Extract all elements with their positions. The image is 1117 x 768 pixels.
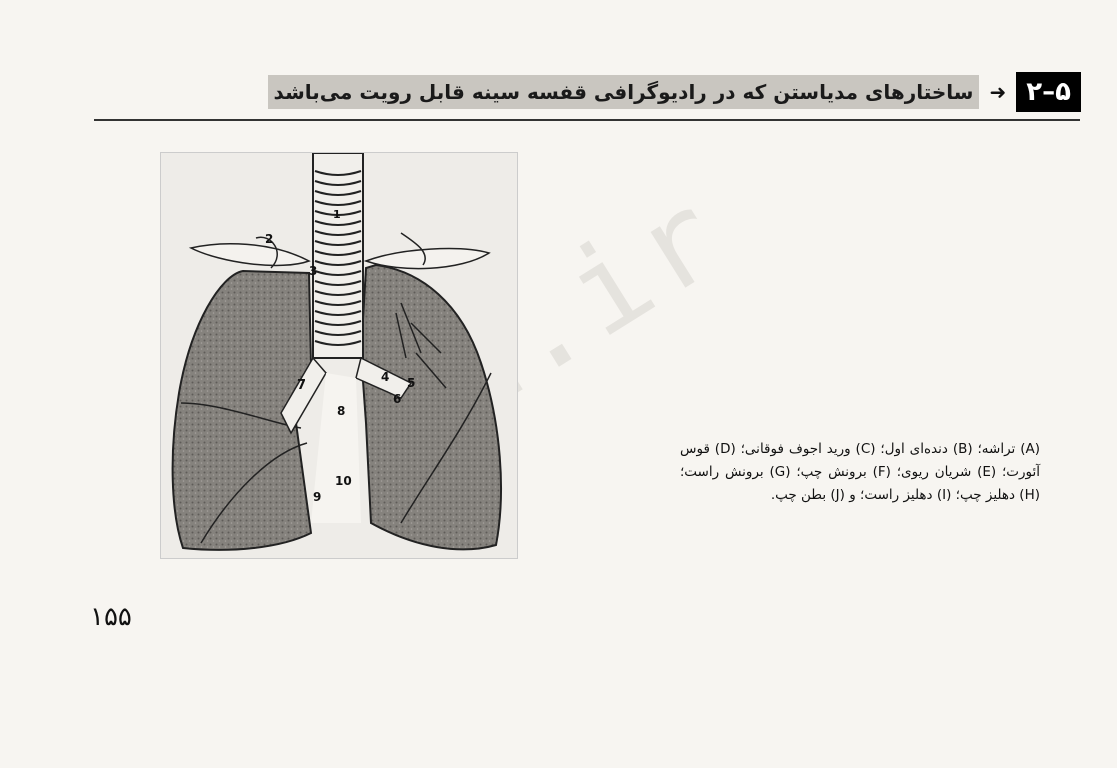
label-8: 8	[337, 404, 345, 418]
right-oblique-fissure	[200, 442, 308, 544]
trachea-rings	[314, 170, 362, 346]
section-number: ۲–۵	[1016, 72, 1081, 112]
mediastinum	[311, 373, 361, 523]
label-7: 7	[297, 378, 306, 393]
header-divider	[94, 119, 1080, 121]
left-lung	[359, 263, 502, 551]
first-rib-right	[255, 236, 278, 269]
mediastinum-illustration: 2 3 4 5 6 7 8 9 10 1	[171, 153, 502, 551]
label-5: 5	[407, 376, 415, 390]
label-1: 1	[333, 208, 341, 221]
right-clavicle	[188, 243, 311, 267]
label-9: 9	[313, 490, 321, 504]
first-rib-left	[400, 232, 426, 266]
label-10: 10	[335, 474, 352, 488]
left-fissure	[400, 372, 492, 524]
left-bronchus	[355, 356, 413, 399]
label-6: 6	[393, 392, 401, 406]
section-header: ۲–۵ ➜ ساختارهای مدیاستن که در رادیوگرافی…	[267, 72, 1081, 112]
page-number: ۱۵۵	[90, 602, 132, 632]
label-2: 2	[265, 232, 273, 246]
right-bronchus	[280, 356, 327, 435]
chest-xray-diagram: 2 3 4 5 6 7 8 9 10 1	[160, 152, 518, 559]
arrow-left-icon: ➜	[989, 80, 1007, 104]
left-clavicle	[363, 247, 491, 270]
right-lung	[171, 269, 313, 551]
label-4: 4	[381, 370, 389, 384]
label-3: 3	[309, 264, 317, 278]
section-title: ساختارهای مدیاستن که در رادیوگرافی قفسه …	[267, 75, 980, 109]
figure-caption: (A) تراشه؛ (B) دنده‌ای اول؛ (C) ورید اجو…	[680, 441, 1041, 503]
pulmonary-vessels	[395, 302, 447, 389]
